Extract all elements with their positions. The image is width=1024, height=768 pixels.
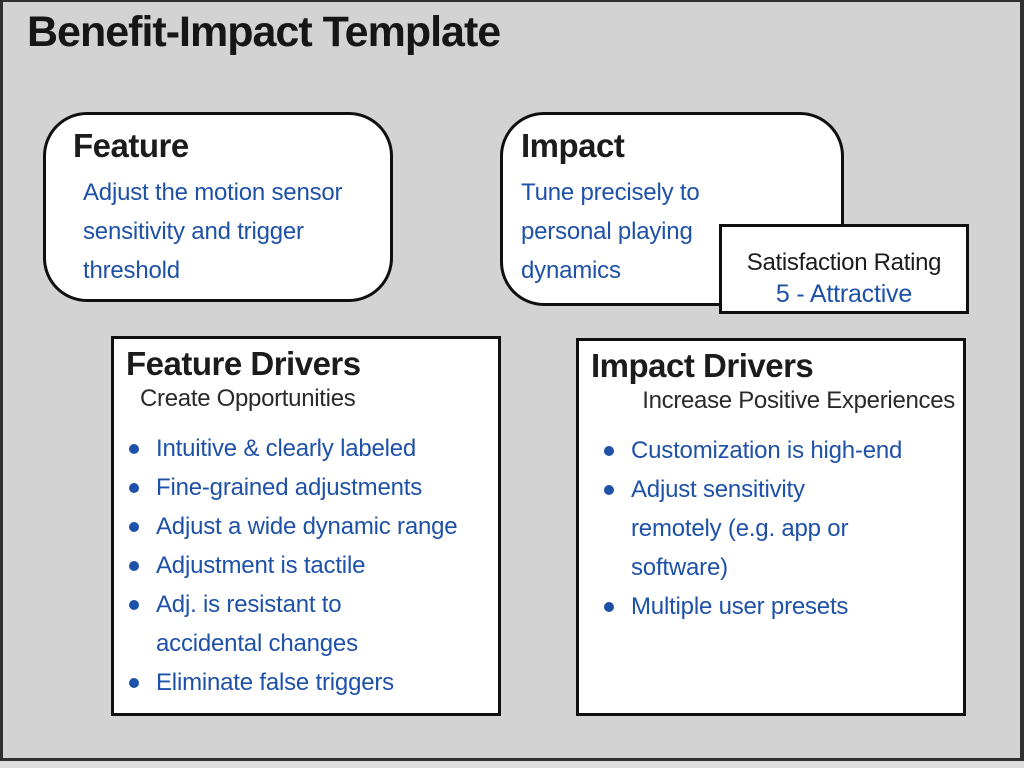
bullet-item: Eliminate false triggers bbox=[126, 663, 498, 702]
bullet-item: Adjust sensitivity remotely (e.g. app or… bbox=[601, 470, 963, 587]
satisfaction-rating-box: Satisfaction Rating 5 - Attractive bbox=[719, 224, 969, 314]
feature-drivers-box: Feature Drivers Create Opportunities Int… bbox=[111, 336, 501, 716]
impact-drivers-subtitle: Increase Positive Experiences bbox=[642, 387, 955, 414]
bullet-item: Multiple user presets bbox=[601, 587, 963, 626]
feature-drivers-subtitle: Create Opportunities bbox=[140, 385, 356, 412]
bullet-item: Adjustment is tactile bbox=[126, 546, 498, 585]
bullet-item: Fine-grained adjustments bbox=[126, 468, 498, 507]
feature-box-note: Adjust the motion sensor sensitivity and… bbox=[83, 179, 343, 284]
impact-box-header: Impact bbox=[521, 127, 625, 164]
feature-box: Feature Adjust the motion sensor sensiti… bbox=[43, 112, 393, 302]
impact-drivers-box: Impact Drivers Increase Positive Experie… bbox=[576, 338, 966, 716]
bullet-item: Adj. is resistant to accidental changes bbox=[126, 585, 498, 663]
impact-drivers-header: Impact Drivers bbox=[591, 347, 814, 384]
impact-box-note: Tune precisely to personal playing dynam… bbox=[521, 179, 700, 284]
impact-box: Impact Tune precisely to personal playin… bbox=[500, 112, 844, 306]
satisfaction-rating-value: 5 - Attractive bbox=[775, 280, 913, 308]
bullet-item: Customization is high-end bbox=[601, 431, 963, 470]
page-title: Benefit-Impact Template bbox=[27, 8, 501, 56]
feature-box-header: Feature bbox=[73, 127, 189, 164]
feature-drivers-header: Feature Drivers bbox=[126, 345, 361, 382]
satisfaction-rating-label: Satisfaction Rating bbox=[746, 249, 942, 276]
bullet-item: Adjust a wide dynamic range bbox=[126, 507, 498, 546]
bullet-item: Intuitive & clearly labeled bbox=[126, 429, 498, 468]
